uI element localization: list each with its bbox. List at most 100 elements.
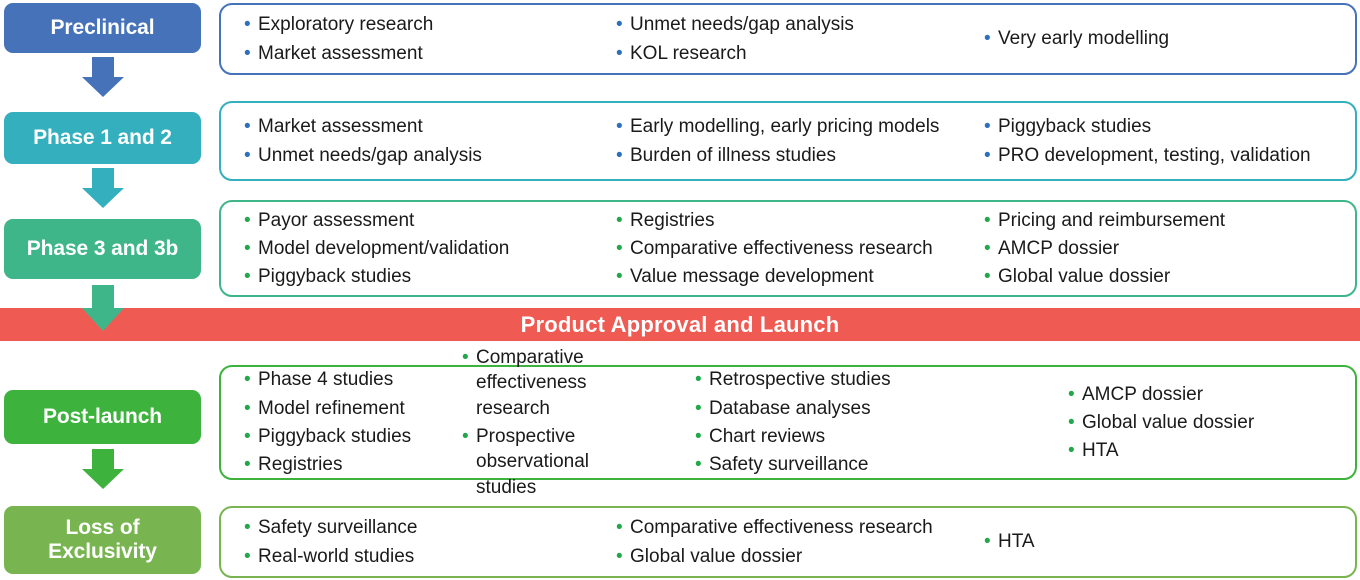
bullet-text: Piggyback studies [258, 426, 412, 447]
bullet-dot-icon: • [984, 144, 991, 166]
bullet-text: Value message development [630, 266, 874, 288]
bullet-item: •Very early modelling [984, 25, 1354, 53]
bullet-dot-icon: • [984, 531, 991, 553]
bullet-dot-icon: • [1068, 383, 1075, 405]
activities-box-post-launch: •Phase 4 studies•Model refinement•Piggyb… [219, 347, 1357, 498]
bullet-dot-icon: • [616, 144, 623, 166]
bullet-item: •Market assessment [244, 113, 606, 141]
bullet-text: Early modelling, early pricing models [630, 116, 940, 138]
activities-column: • Registries • Comparative effectiveness re… [606, 206, 974, 291]
bullet-dot-icon: • [244, 144, 251, 166]
bullet-dot-icon: • [616, 237, 623, 259]
bullet-text: Registries [630, 209, 715, 231]
bullet-dot-icon: • [616, 517, 623, 539]
stage-label-preclinical[interactable]: Preclinical [4, 3, 201, 53]
activities-box-phase-3-and-3b: •Payor assessment•Model development/vali… [219, 200, 1357, 297]
bullet-text: Safety surveillance [709, 454, 869, 476]
activities-column: •AMCP dossier•Global value dossier•HTA [1058, 380, 1348, 465]
bullet-item: •Global value dossier [984, 263, 1354, 291]
activities-box-phase-1-and-2: •Market assessment•Unmet needs/gap analy… [219, 101, 1357, 181]
bullet-dot-icon: • [244, 14, 251, 36]
bullet-item: • Pricing and reimbursement [984, 206, 1354, 234]
bullet-text: Prospective observational studies [476, 426, 590, 498]
bullet-dot-icon: • [244, 454, 251, 476]
stage-label-phase-1-and-2[interactable]: Phase 1 and 2 [4, 112, 201, 164]
bullet-dot-icon: • [984, 237, 991, 259]
bullet-dot-icon: • [616, 14, 623, 36]
bullet-item: • AMCP dossier [984, 234, 1354, 262]
activities-column: •Safety surveillance•Real-world studies [234, 514, 606, 571]
bullet-item: •Registries [244, 451, 452, 479]
bullet-dot-icon: • [244, 397, 251, 419]
bullet-item: •Phase 4 studies [244, 366, 452, 394]
bullet-text: AMCP dossier [998, 237, 1120, 259]
bullet-dot-icon: • [244, 209, 251, 231]
bullet-item: • Value message development [616, 263, 974, 291]
bullet-text: Unmet needs/gap analysis [630, 14, 854, 36]
bullet-text: Global value dossier [998, 266, 1171, 288]
bullet-item: •Market assessment [244, 39, 606, 67]
bullet-dot-icon: • [616, 266, 623, 288]
activities-column: •Unmet needs/gap analysis•KOL research [606, 11, 974, 68]
bullet-dot-icon: • [616, 209, 623, 231]
bullet-item: •Comparative effectiveness research [616, 514, 974, 542]
bullet-item: •Chart reviews [695, 423, 1058, 451]
activities-column: • Exploratory research •Market assessment [234, 11, 606, 68]
arrow-head [81, 77, 124, 97]
stage-label-phase-3-and-3b[interactable]: Phase 3 and 3b [4, 219, 201, 279]
bullet-item: •Real-world studies [244, 542, 606, 570]
activities-column: •Very early modelling [974, 25, 1354, 53]
bullet-text: Comparative effectiveness research [630, 237, 933, 259]
arrow-shaft [91, 285, 114, 309]
bullet-text: Chart reviews [709, 426, 826, 447]
bullet-dot-icon: • [1068, 440, 1075, 462]
bullet-dot-icon: • [244, 545, 251, 567]
bullet-dot-icon: • [695, 454, 702, 476]
bullet-text: Database analyses [709, 397, 871, 419]
product-approval-launch-banner: Product Approval and Launch [0, 308, 1360, 341]
bullet-text: Market assessment [258, 116, 423, 138]
arrow-head [81, 469, 124, 489]
activities-column: •Comparative effectiveness research•Glob… [606, 514, 974, 571]
bullet-dot-icon: • [244, 42, 251, 64]
bullet-item: •HTA [984, 528, 1354, 556]
bullet-dot-icon: • [244, 266, 251, 288]
stage-label-text: Preclinical [50, 16, 155, 40]
activities-column: •Market assessment•Unmet needs/gap analy… [234, 113, 606, 170]
arrow-shaft [91, 57, 114, 78]
bullet-item: • Burden of illness studies [616, 141, 974, 169]
bullet-item: • PRO development, testing, validation [984, 141, 1354, 169]
bullet-item: •Payor assessment [244, 206, 606, 234]
bullet-item: •Piggyback studies [244, 263, 606, 291]
bullet-dot-icon: • [462, 426, 469, 447]
activities-column: •HTA [974, 528, 1354, 556]
bullet-dot-icon: • [695, 369, 702, 391]
bullet-dot-icon: • [244, 426, 251, 447]
bullet-text: Piggyback studies [998, 116, 1152, 138]
activities-column: • Early modelling, early pricing models • B… [606, 113, 974, 170]
bullet-text: Global value dossier [630, 545, 803, 567]
bullet-item: •Safety surveillance [244, 514, 606, 542]
bullet-dot-icon: • [616, 116, 623, 138]
stage-label-text: Phase 3 and 3b [26, 237, 179, 261]
bullet-item: • Exploratory research [244, 11, 606, 39]
bullet-item: •Global value dossier [616, 542, 974, 570]
bullet-text: Pricing and reimbursement [998, 209, 1226, 231]
bullet-item: •Comparative effectiveness research [462, 344, 685, 423]
bullet-text: Burden of illness studies [630, 144, 836, 166]
bullet-dot-icon: • [984, 28, 991, 50]
flow-arrow-after-preclinical [4, 57, 201, 97]
bullet-item: • Registries [616, 206, 974, 234]
bullet-item: •Unmet needs/gap analysis [244, 141, 606, 169]
bullet-text: Exploratory research [258, 14, 434, 36]
bullet-text: PRO development, testing, validation [998, 144, 1311, 166]
bullet-dot-icon: • [984, 116, 991, 138]
activities-box-loss-of-exclusivity: •Safety surveillance•Real-world studies•… [219, 506, 1357, 578]
bullet-dot-icon: • [984, 209, 991, 231]
stage-label-loss-of-exclusivity[interactable]: Loss of Exclusivity [4, 506, 201, 574]
arrow-head [81, 188, 124, 208]
bullet-dot-icon: • [244, 369, 251, 391]
bullet-text: Retrospective studies [709, 369, 891, 391]
stage-label-post-launch[interactable]: Post-launch [4, 390, 201, 444]
